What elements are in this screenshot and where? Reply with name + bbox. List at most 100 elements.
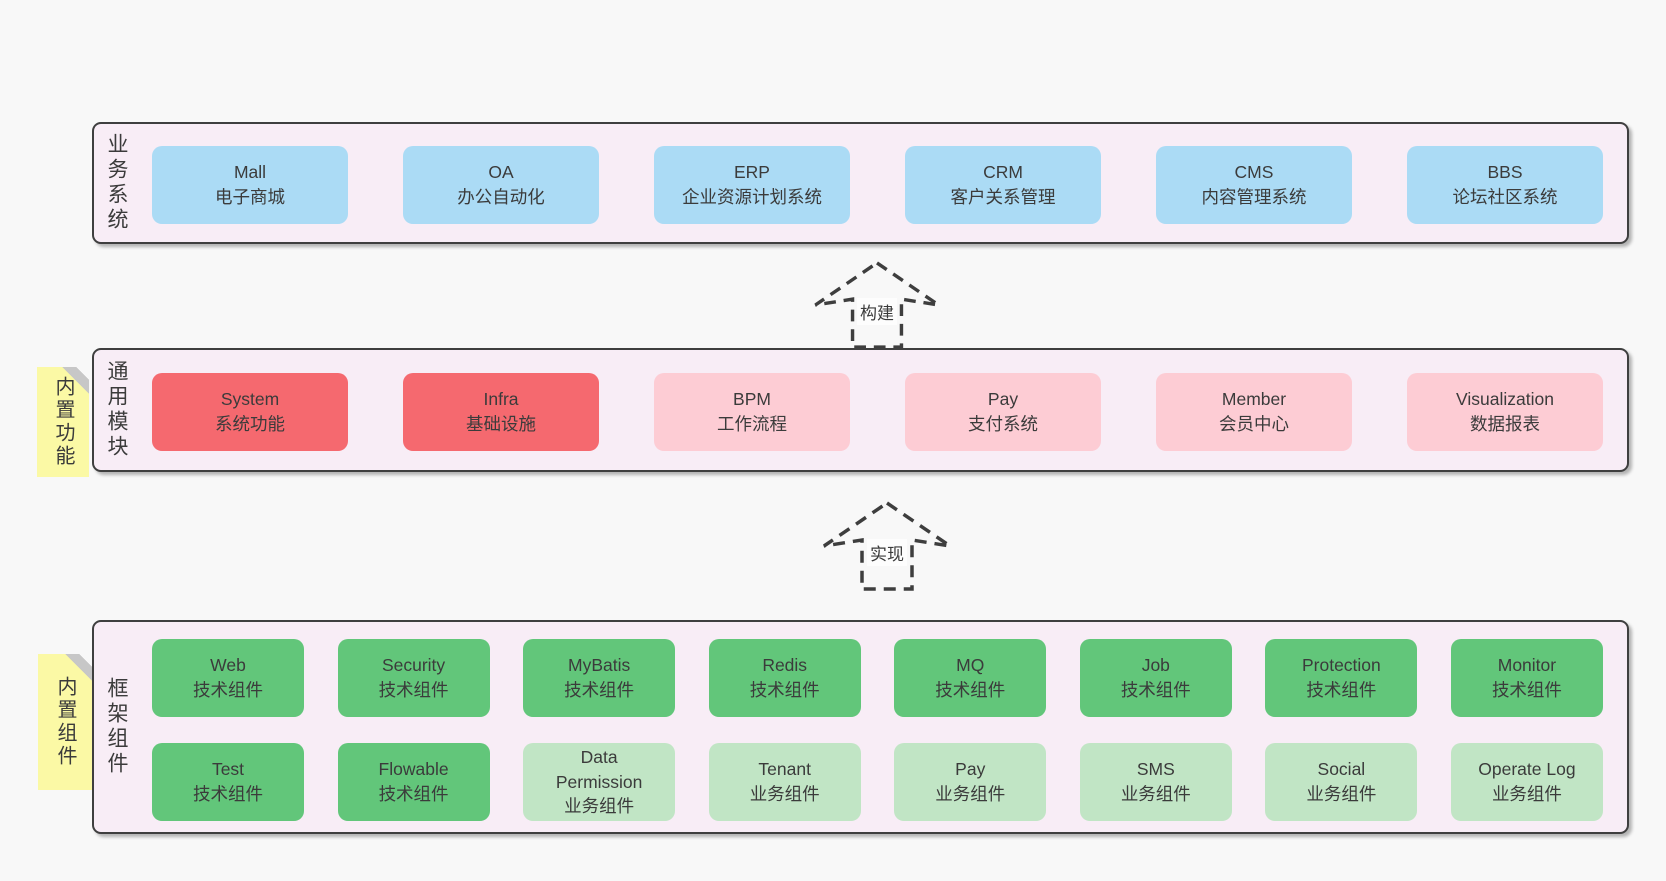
box-monitor: Monitor 技术组件	[1450, 639, 1603, 717]
framework-box-row-1: Web 技术组件 Security 技术组件 MyBatis 技术组件 Redi…	[152, 639, 1603, 717]
box-web: Web 技术组件	[152, 639, 304, 717]
band-business-systems: 业务系统 Mall 电子商城 OA 办公自动化 ERP 企业资源计划系统 CRM…	[92, 122, 1629, 244]
box-subtitle: 技术组件	[193, 680, 263, 700]
box-redis: Redis 技术组件	[708, 639, 861, 717]
up-arrow-icon	[814, 260, 940, 349]
box-title: BBS	[1487, 162, 1523, 183]
box-subtitle: 业务组件	[749, 784, 820, 804]
box-title: Security	[381, 655, 446, 676]
box-subtitle: 论坛社区系统	[1452, 187, 1558, 207]
band-common-modules: 通用模块 System 系统功能 Infra 基础设施 BPM 工作流程 Pay…	[92, 348, 1629, 472]
sticky-note-built-in-components: 内置组件	[38, 654, 92, 790]
box-title: SMS	[1136, 759, 1175, 780]
arrow-implement: 实现	[820, 500, 954, 592]
box-subtitle: 业务组件	[1306, 784, 1377, 804]
box-pay-biz: Pay 业务组件	[894, 743, 1047, 821]
box-infra: Infra 基础设施	[403, 373, 599, 451]
box-member: Member 会员中心	[1156, 373, 1352, 451]
box-subtitle: 工作流程	[717, 414, 787, 434]
box-subtitle: 客户关系管理	[950, 187, 1056, 207]
box-bbs: BBS 论坛社区系统	[1407, 146, 1603, 224]
band-framework-components: 框架组件 Web 技术组件 Security 技术组件 MyBatis 技术组件…	[92, 620, 1629, 834]
box-subtitle: 技术组件	[378, 784, 449, 804]
box-system: System 系统功能	[152, 373, 348, 451]
box-subtitle: 技术组件	[1120, 680, 1191, 700]
box-pay: Pay 支付系统	[905, 373, 1101, 451]
box-security: Security 技术组件	[337, 639, 490, 717]
box-oa: OA 办公自动化	[403, 146, 599, 224]
box-title: Pay	[955, 759, 986, 780]
arrow-build: 构建	[810, 260, 944, 350]
note-text: 内置功能	[52, 376, 74, 468]
box-mybatis: MyBatis 技术组件	[523, 639, 676, 717]
box-subtitle: 技术组件	[564, 680, 635, 700]
box-subtitle: 支付系统	[968, 414, 1038, 434]
box-mall: Mall 电子商城	[152, 146, 348, 224]
box-subtitle: 技术组件	[378, 680, 449, 700]
box-title: Member	[1221, 389, 1287, 410]
business-box-row: Mall 电子商城 OA 办公自动化 ERP 企业资源计划系统 CRM 客户关系…	[152, 146, 1603, 224]
box-subtitle: 基础设施	[466, 414, 536, 434]
box-subtitle: 技术组件	[749, 680, 820, 700]
box-title: Redis	[762, 655, 808, 676]
box-title: Mall	[233, 162, 267, 183]
box-visualization: Visualization 数据报表	[1407, 373, 1603, 451]
box-subtitle: 内容管理系统	[1201, 187, 1307, 207]
band-label-modules: 通用模块	[105, 360, 128, 460]
box-bpm: BPM 工作流程	[654, 373, 850, 451]
box-title: Pay	[987, 389, 1019, 410]
box-title: CRM	[983, 162, 1023, 183]
box-subtitle: 技术组件	[1491, 680, 1562, 700]
box-subtitle: 办公自动化	[457, 187, 545, 207]
box-subtitle: 会员中心	[1219, 414, 1289, 434]
box-title: ERP	[734, 162, 770, 183]
box-title: Data Permission	[555, 746, 643, 792]
box-crm: CRM 客户关系管理	[905, 146, 1101, 224]
box-test: Test 技术组件	[152, 743, 304, 821]
box-title: System	[220, 389, 280, 410]
modules-box-row: System 系统功能 Infra 基础设施 BPM 工作流程 Pay 支付系统…	[152, 373, 1603, 451]
note-text: 内置组件	[54, 676, 76, 768]
box-title: OA	[488, 162, 514, 183]
arrow-implement-label: 实现	[867, 538, 907, 566]
box-title: MQ	[956, 655, 985, 676]
box-title: Visualization	[1456, 389, 1554, 410]
box-title: MyBatis	[568, 655, 631, 676]
sticky-note-built-in-features: 内置功能	[37, 367, 89, 477]
box-title: Test	[211, 759, 245, 780]
box-title: Job	[1141, 655, 1170, 676]
box-title: Web	[210, 655, 246, 676]
box-subtitle: 系统功能	[215, 414, 285, 434]
box-subtitle: 技术组件	[193, 784, 263, 804]
box-sms: SMS 业务组件	[1079, 743, 1232, 821]
box-title: Protection	[1301, 655, 1381, 676]
box-subtitle: 技术组件	[1306, 680, 1377, 700]
box-data-permission: Data Permission 业务组件	[523, 743, 676, 821]
box-erp: ERP 企业资源计划系统	[654, 146, 850, 224]
box-subtitle: 企业资源计划系统	[682, 187, 822, 207]
box-title: Monitor	[1497, 655, 1557, 676]
box-title: Infra	[483, 389, 519, 410]
band-label-framework: 框架组件	[105, 677, 128, 777]
box-protection: Protection 技术组件	[1265, 639, 1418, 717]
box-social: Social 业务组件	[1265, 743, 1418, 821]
box-title: CMS	[1234, 162, 1274, 183]
box-subtitle: 业务组件	[1120, 784, 1191, 804]
box-subtitle: 技术组件	[935, 680, 1006, 700]
box-mq: MQ 技术组件	[894, 639, 1047, 717]
arrow-build-label: 构建	[857, 297, 897, 325]
box-title: Tenant	[758, 759, 811, 780]
box-title: Operate Log	[1478, 759, 1576, 780]
box-flowable: Flowable 技术组件	[337, 743, 490, 821]
box-subtitle: 业务组件	[564, 796, 635, 817]
box-cms: CMS 内容管理系统	[1156, 146, 1352, 224]
box-subtitle: 电子商城	[215, 187, 285, 207]
up-arrow-icon	[823, 500, 951, 591]
box-job: Job 技术组件	[1079, 639, 1232, 717]
box-operate-log: Operate Log 业务组件	[1450, 743, 1603, 821]
box-title: Social	[1317, 759, 1366, 780]
box-tenant: Tenant 业务组件	[708, 743, 861, 821]
box-subtitle: 业务组件	[1491, 784, 1562, 804]
framework-box-row-2: Test 技术组件 Flowable 技术组件 Data Permission …	[152, 743, 1603, 821]
